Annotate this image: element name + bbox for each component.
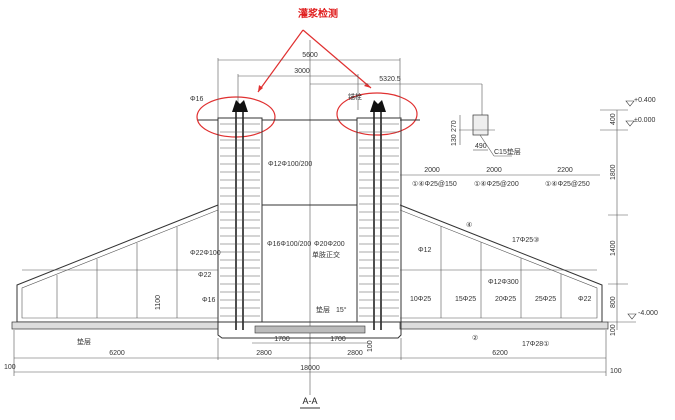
label-r5: Φ22 <box>578 296 591 303</box>
dim-pad-100: 100 <box>367 340 374 352</box>
top-dimensions <box>217 40 483 395</box>
vdim-800: 800 <box>610 296 617 308</box>
anchor-detail <box>459 114 512 157</box>
dim-left-6200: 6200 <box>109 350 125 357</box>
label-col-stirrup-top: Φ12Φ100/200 <box>268 161 312 168</box>
label-center-cushion: 垫层 <box>316 305 330 314</box>
label-right-top: 17Φ25③ <box>512 236 539 244</box>
label-anchor: 锚栓 <box>348 92 362 101</box>
vdim-1800: 1800 <box>610 164 617 180</box>
vdim-400: 400 <box>610 113 617 125</box>
label-r3: 20Φ25 <box>495 296 516 303</box>
dim-inner-1700-right: 1700 <box>330 336 346 343</box>
dim-right-6200: 6200 <box>492 350 508 357</box>
left-wing <box>16 204 219 323</box>
dim-right-2800: 2800 <box>347 350 363 357</box>
span-rebar-2: ①④Φ25@200 <box>474 180 519 188</box>
dim-total-18000: 18000 <box>300 365 320 372</box>
detail-c15-label: C15垫层 <box>494 147 521 156</box>
label-r4: 25Φ25 <box>535 296 556 303</box>
label-r1: 10Φ25 <box>410 296 431 303</box>
label-left-2: Φ22 <box>198 272 211 279</box>
elevation-dims <box>600 100 637 330</box>
label-right-mark4: ④ <box>466 221 472 229</box>
grouting-inspection-label: 灌浆检测 <box>298 7 338 20</box>
vdim-100: 100 <box>610 324 617 336</box>
detail-130: 130 <box>451 134 458 146</box>
span-rebar-1: ①④Φ25@150 <box>412 180 457 188</box>
span-dim-3: 2200 <box>557 167 573 174</box>
right-inspection-ellipse <box>336 92 418 136</box>
section-title: A-A <box>302 396 317 406</box>
vdim-1400: 1400 <box>610 240 617 256</box>
elevation-top: +0.400 <box>634 97 656 104</box>
annotation-arrows <box>257 29 372 93</box>
label-r-mark2: ② <box>472 334 478 342</box>
span-dim-2: 2000 <box>486 167 502 174</box>
column-stirrups <box>220 123 399 317</box>
dim-edge-left: 100 <box>4 364 16 371</box>
label-center-bar: Φ20Φ200 <box>314 241 345 248</box>
label-right-mid: Φ12 <box>418 247 431 254</box>
detail-490: 490 <box>475 143 487 150</box>
label-angle: 15° <box>336 306 347 314</box>
span-rebar-3: ①④Φ25@250 <box>545 180 590 188</box>
label-r2: 15Φ25 <box>455 296 476 303</box>
label-center-note: 单肢正交 <box>312 250 340 259</box>
label-col-stirrup-mid: Φ16Φ100/200 <box>267 241 311 248</box>
dim-5320: 5320.5 <box>379 76 401 83</box>
dim-5600: 5600 <box>302 52 318 59</box>
dim-3000: 3000 <box>294 68 310 75</box>
dim-1100: 1100 <box>155 295 162 310</box>
label-col-top: Φ16 <box>190 96 203 103</box>
label-r-bottom: 17Φ28① <box>522 340 549 348</box>
bottom-dimensions <box>13 330 607 376</box>
label-right-mid2: Φ12Φ300 <box>488 279 519 286</box>
label-left-3: Φ16 <box>202 297 215 304</box>
dim-left-2800: 2800 <box>256 350 272 357</box>
elevation-bottom: -4.000 <box>638 310 658 317</box>
elevation-ground: ±0.000 <box>634 117 655 124</box>
label-left-cushion: 垫层 <box>77 337 91 346</box>
rebar-labels: Φ16 锚栓 Φ12Φ100/200 Φ16Φ100/200 Φ20Φ200 单… <box>77 92 591 348</box>
label-left-1: Φ22Φ100 <box>190 250 221 257</box>
detail-270: 270 <box>451 120 458 132</box>
dim-inner-1700-left: 1700 <box>274 336 290 343</box>
dim-edge-right: 100 <box>610 368 622 375</box>
span-dim-1: 2000 <box>424 167 440 174</box>
base-cushion <box>11 321 609 339</box>
right-wing <box>399 204 603 323</box>
right-column <box>356 100 402 330</box>
